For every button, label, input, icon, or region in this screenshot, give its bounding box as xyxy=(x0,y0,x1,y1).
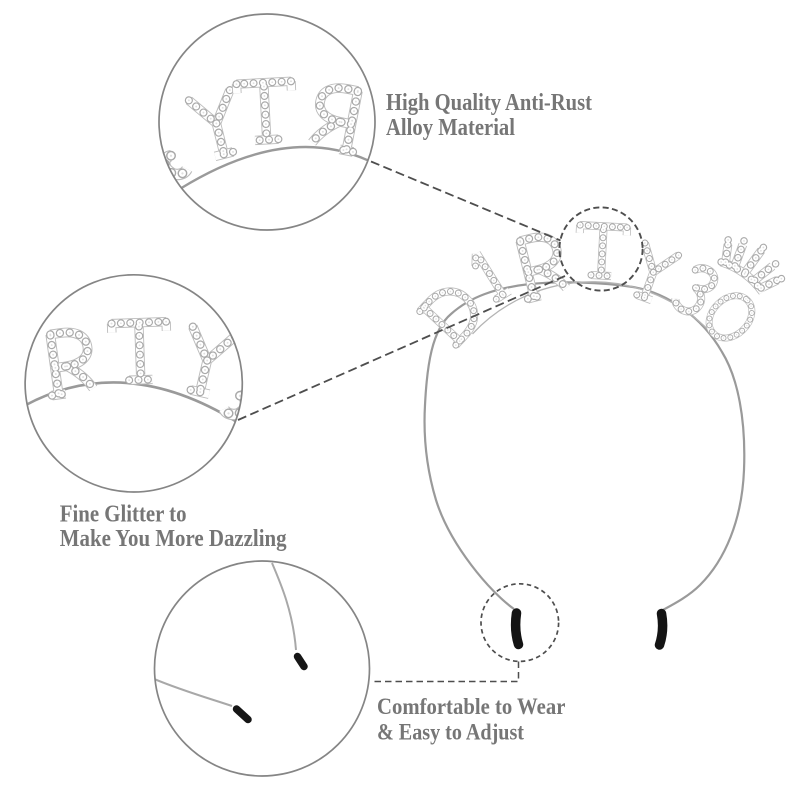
svg-text:Fine Glitter to: Fine Glitter to xyxy=(60,500,187,527)
svg-text:High Quality Anti-Rust: High Quality Anti-Rust xyxy=(386,89,593,116)
svg-text:Make You More Dazzling: Make You More Dazzling xyxy=(60,525,287,552)
svg-text:Comfortable to Wear: Comfortable to Wear xyxy=(377,694,565,719)
svg-text:Alloy Material: Alloy Material xyxy=(386,114,515,141)
svg-text:& Easy to Adjust: & Easy to Adjust xyxy=(377,720,524,745)
